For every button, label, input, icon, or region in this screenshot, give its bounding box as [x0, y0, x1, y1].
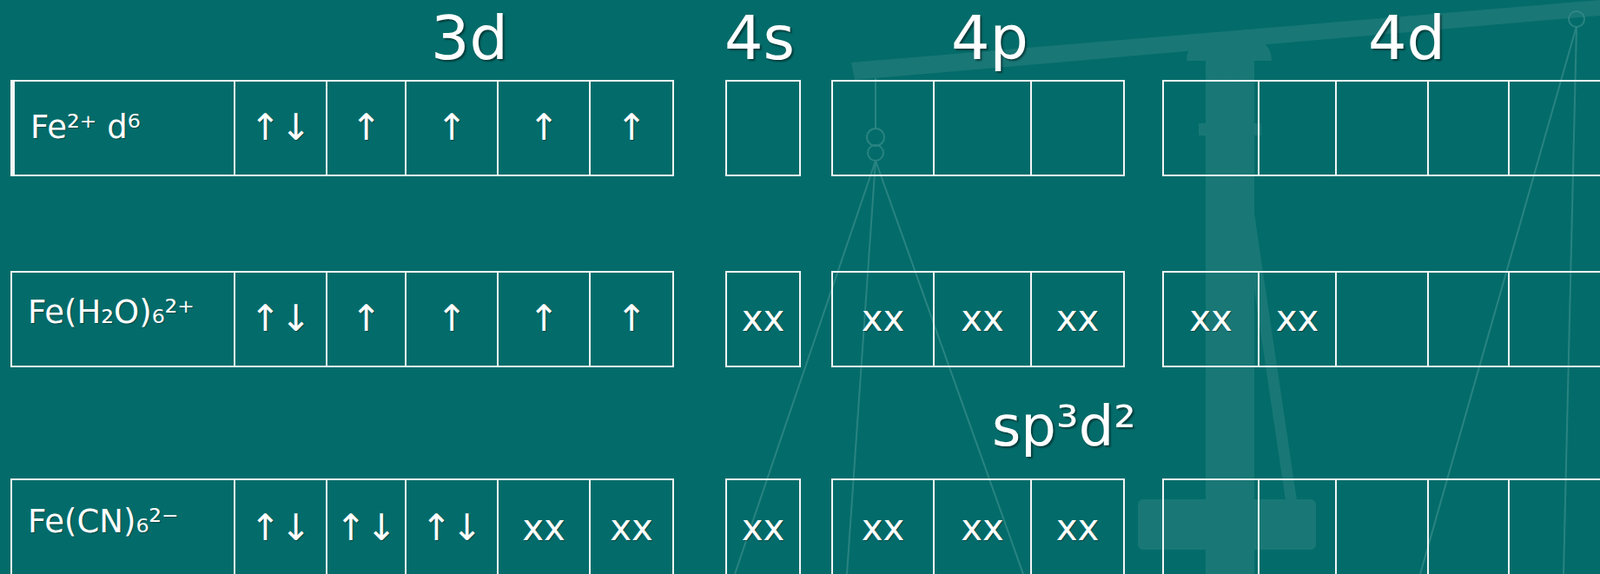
empty-orbital — [1428, 271, 1509, 367]
orbital-box: xx — [1030, 271, 1125, 368]
species-label-box: Fe(H₂O)₆²⁺ — [10, 271, 236, 368]
electron-mark: xx — [861, 298, 906, 339]
electron-mark: xx — [960, 298, 1005, 339]
species-label-box: Fe²⁺ d⁶ — [10, 79, 236, 177]
orbital-box: xx — [496, 478, 591, 574]
electron-mark: ↑↓ — [250, 107, 311, 148]
empty-orbital — [1163, 80, 1259, 176]
orbital-box: ↑ — [325, 79, 407, 177]
orbital-box: xx — [1257, 271, 1337, 368]
electron-mark: xx — [960, 508, 1005, 549]
orbital-box: xx — [1162, 271, 1260, 368]
electron-mark: xx — [741, 508, 786, 549]
orbital-box: xx — [932, 271, 1032, 368]
electron-mark: ↑ — [615, 298, 647, 339]
electron-mark: ↑ — [436, 107, 467, 148]
empty-orbital — [1335, 80, 1429, 176]
empty-orbital — [1508, 271, 1600, 367]
orbital-box: ↑↓ — [404, 478, 499, 574]
orbital-box: ↑ — [325, 271, 407, 368]
orbital-box: ↑↓ — [233, 271, 328, 368]
empty-orbital — [1428, 80, 1509, 176]
empty-orbital — [1508, 80, 1600, 176]
orbital-box: ↑↓ — [233, 478, 328, 574]
orbital-box: ↑ — [404, 79, 499, 177]
orbital-box: xx — [831, 478, 935, 574]
electron-mark: xx — [1056, 298, 1100, 339]
electron-mark: ↑ — [436, 298, 467, 339]
electron-mark: ↑ — [615, 107, 647, 148]
empty-orbital — [933, 80, 1032, 176]
orbital-box: ↑ — [496, 271, 591, 368]
orbital-box: xx — [831, 271, 935, 368]
empty-orbital — [1335, 271, 1429, 367]
electron-mark: xx — [741, 298, 786, 339]
empty-orbital — [726, 80, 800, 176]
electron-mark: xx — [1056, 508, 1100, 549]
electron-mark: ↑↓ — [250, 508, 311, 549]
electron-mark: xx — [522, 508, 566, 549]
electron-mark: xx — [1189, 298, 1233, 339]
species-label-box: Fe(CN)₆²⁻ — [10, 478, 236, 574]
orbital-header: 4d — [1368, 7, 1446, 69]
orbital-header: 4p — [951, 7, 1029, 69]
electron-mark: ↑ — [350, 298, 382, 339]
empty-orbitals — [726, 80, 1600, 574]
balance-scale — [851, 0, 1600, 574]
electron-mark: ↑ — [350, 107, 382, 148]
species-name: Fe(H₂O)₆²⁺ — [27, 295, 195, 331]
orbital-box: xx — [588, 478, 675, 574]
empty-orbital — [1258, 479, 1336, 574]
species-name: Fe²⁺ d⁶ — [30, 110, 140, 146]
empty-orbital — [1031, 80, 1124, 176]
orbital-box: ↑↓ — [325, 478, 407, 574]
orbital-box: ↑ — [588, 271, 675, 368]
electron-mark: ↑↓ — [421, 508, 483, 549]
electron-mark: ↑↓ — [335, 508, 397, 549]
orbital-header: 3d — [430, 7, 509, 69]
electron-mark: xx — [609, 508, 654, 549]
electron-mark: xx — [861, 508, 906, 549]
hybrid-label: sp³d² — [991, 398, 1137, 455]
orbital-box: xx — [1030, 478, 1125, 574]
empty-orbital — [1335, 479, 1429, 574]
empty-orbital — [1428, 479, 1509, 574]
orbital-box: xx — [932, 478, 1032, 574]
orbital-header: 4s — [724, 7, 795, 69]
empty-orbital — [832, 80, 934, 176]
scale-strings — [734, 11, 1585, 574]
orbital-box: xx — [725, 478, 801, 574]
empty-orbital — [1163, 479, 1259, 574]
electron-mark: ↑ — [528, 107, 559, 148]
electron-mark: xx — [1276, 298, 1320, 339]
electron-mark: ↑ — [528, 298, 559, 339]
species-name: Fe(CN)₆²⁻ — [27, 504, 179, 541]
orbital-box: ↑ — [496, 79, 591, 177]
orbital-box: ↑↓ — [233, 79, 328, 177]
electron-mark: ↑↓ — [250, 298, 311, 339]
orbital-box: ↑ — [404, 271, 499, 368]
orbital-box: ↑ — [588, 79, 675, 177]
orbital-box: xx — [725, 271, 801, 368]
empty-orbital — [1258, 80, 1336, 176]
empty-orbital — [1508, 479, 1600, 574]
